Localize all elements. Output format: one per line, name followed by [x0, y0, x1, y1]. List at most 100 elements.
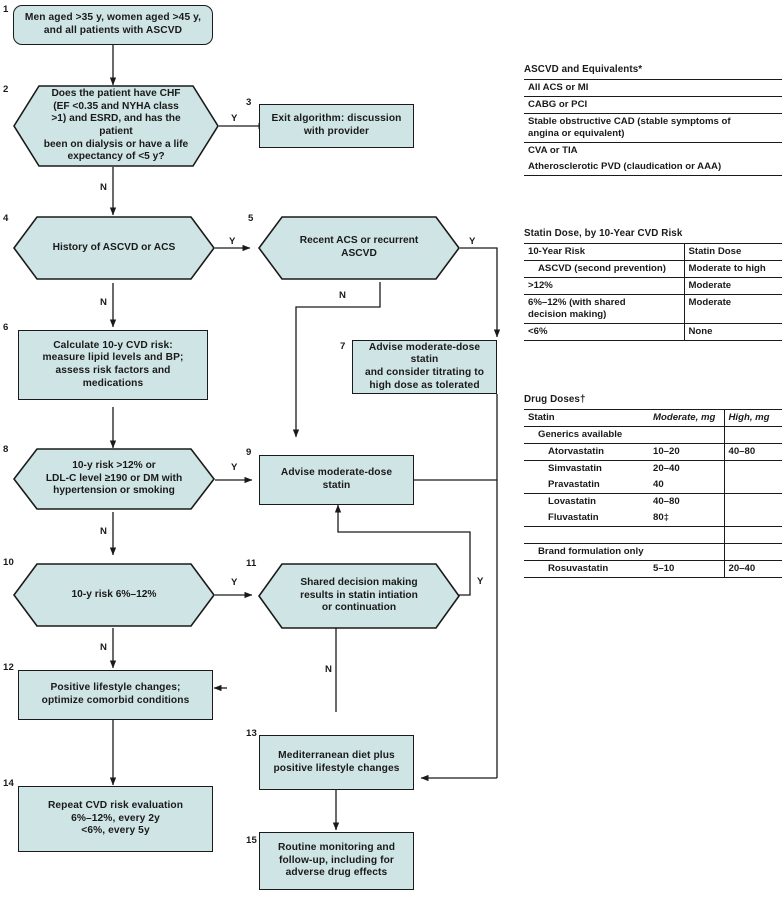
- node-3-label: Exit algorithm: discussion with provider: [271, 113, 402, 137]
- table-statin-dose-caption: Statin Dose, by 10-Year CVD Risk: [524, 228, 683, 239]
- edge-label-11-yes: Y: [477, 576, 484, 587]
- node-9-label: Advise moderate-dose statin: [280, 467, 393, 491]
- table-ascvd-caption: ASCVD and Equivalents*: [524, 64, 643, 75]
- step-number-10: 10: [3, 557, 15, 568]
- table-row: Lovastatin 40–80: [524, 493, 782, 510]
- hexagon-shape: [258, 216, 460, 280]
- node-11: Shared decision making results in statin…: [258, 563, 460, 629]
- node-7-label: Advise moderate-dose statin and consider…: [364, 341, 485, 391]
- drug-moderate-0: [649, 426, 724, 444]
- drug-statin-5: Fluvastatin: [524, 510, 649, 527]
- drug-high-8: 20–40: [723, 560, 782, 578]
- hexagon-shape: [13, 563, 215, 627]
- node-6-label: Calculate 10-y CVD risk: measure lipid l…: [42, 339, 184, 389]
- node-4: History of ASCVD or ACS: [13, 216, 215, 280]
- node-9: Advise moderate-dose statin: [259, 455, 414, 505]
- drug-high-1: 40–80: [723, 443, 782, 461]
- edge-label-5-no: N: [339, 290, 346, 301]
- node-12-label: Positive lifestyle changes; optimize com…: [41, 682, 190, 706]
- hexagon-shape: [13, 216, 215, 280]
- table-drug-doses-body: Statin Moderate, mg High, mg Generics av…: [524, 409, 782, 578]
- table-row: All ACS or MI: [524, 79, 782, 97]
- drug-high-5: [723, 510, 782, 527]
- node-13: Mediterranean diet plus positive lifesty…: [259, 735, 414, 790]
- step-number-2: 2: [3, 84, 9, 95]
- drug-moderate-5: 80‡: [649, 510, 724, 527]
- table-row: Atorvastatin 10–20 40–80: [524, 443, 782, 461]
- node-7: Advise moderate-dose statin and consider…: [352, 340, 497, 394]
- hexagon-shape: [13, 448, 215, 510]
- drug-statin-0: Generics available: [524, 426, 649, 444]
- statin-dose-dose-3: None: [683, 323, 782, 341]
- drug-moderate-7: [649, 543, 724, 561]
- edge-label-4-yes: Y: [229, 236, 236, 247]
- ascvd-row-1: CABG or PCI: [524, 96, 782, 114]
- step-number-13: 13: [246, 728, 258, 739]
- edge-label-2-no: N: [100, 182, 107, 193]
- node-6: Calculate 10-y CVD risk: measure lipid l…: [18, 330, 208, 400]
- statin-dose-header-dose: Statin Dose: [683, 243, 782, 261]
- node-13-label: Mediterranean diet plus positive lifesty…: [273, 749, 400, 774]
- drug-header-moderate: Moderate, mg: [649, 409, 724, 427]
- node-1: Men aged >35 y, women aged >45 y, and al…: [13, 5, 213, 45]
- table-row: [524, 526, 782, 544]
- step-number-12: 12: [3, 662, 15, 673]
- step-number-4: 4: [3, 213, 9, 224]
- node-15: Routine monitoring and follow-up, includ…: [259, 832, 414, 890]
- step-number-3: 3: [246, 97, 252, 108]
- node-11-label: Shared decision making results in statin…: [300, 577, 418, 614]
- table-row: Stable obstructive CAD (stable symptoms …: [524, 113, 782, 143]
- hexagon-shape: [13, 85, 219, 167]
- statin-dose-risk-0: ASCVD (second prevention): [524, 260, 684, 278]
- drug-statin-4: Lovastatin: [548, 496, 596, 507]
- statin-dose-risk-2: 6%–12% (with shared decision making): [524, 294, 684, 324]
- table-header-row: Statin Moderate, mg High, mg: [524, 409, 782, 427]
- node-2: Does the patient have CHF (EF <0.35 and …: [13, 85, 219, 167]
- ascvd-row-4: Atherosclerotic PVD (claudication or AAA…: [524, 159, 782, 176]
- node-14-label: Repeat CVD risk evaluation 6%–12%, every…: [47, 800, 184, 837]
- step-number-5: 5: [248, 213, 254, 224]
- table-row: Brand formulation only: [524, 543, 782, 561]
- node-12: Positive lifestyle changes; optimize com…: [18, 670, 213, 720]
- statin-dose-dose-0: Moderate to high: [683, 260, 782, 278]
- node-10-label: 10-y risk 6%–12%: [71, 588, 157, 600]
- table-row: Generics available: [524, 426, 782, 444]
- edge-label-11-no: N: [325, 664, 332, 675]
- table-row: Atherosclerotic PVD (claudication or AAA…: [524, 159, 782, 176]
- drug-statin-1: Atorvastatin: [524, 443, 649, 461]
- edge-label-5-yes: Y: [469, 236, 476, 247]
- table-row: CVA or TIA: [524, 143, 782, 160]
- drug-statin-7: Brand formulation only: [524, 543, 649, 561]
- table-row: Simvastatin 20–40: [524, 460, 782, 477]
- drug-moderate-1: 10–20: [649, 443, 724, 461]
- step-number-6: 6: [3, 322, 9, 333]
- statin-dose-risk-1: >12%: [524, 277, 684, 295]
- drug-header-statin: Statin: [524, 409, 649, 427]
- hexagon-shape: [258, 563, 460, 629]
- node-4-label: History of ASCVD or ACS: [52, 241, 176, 253]
- drug-moderate-4: 40–80: [653, 496, 680, 507]
- step-number-11: 11: [246, 558, 257, 569]
- table-drug-doses-caption: Drug Doses†: [524, 394, 586, 405]
- node-8: 10-y risk >12% or LDL-C level ≥190 or DM…: [13, 448, 215, 510]
- node-2-label: Does the patient have CHF (EF <0.35 and …: [43, 88, 189, 163]
- drug-moderate-2: 20–40: [653, 463, 680, 474]
- step-number-7: 7: [340, 341, 346, 352]
- drug-high-3: [723, 477, 782, 494]
- step-number-8: 8: [3, 444, 9, 455]
- drug-statin-3: Pravastatin: [524, 477, 649, 494]
- node-14: Repeat CVD risk evaluation 6%–12%, every…: [18, 786, 213, 852]
- node-8-label: 10-y risk >12% or LDL-C level ≥190 or DM…: [45, 460, 183, 497]
- table-statin-dose: Statin Dose, by 10-Year CVD Risk 10-Year…: [524, 228, 782, 341]
- table-row: Pravastatin 40: [524, 477, 782, 494]
- drug-moderate-8: 5–10: [649, 560, 724, 578]
- drug-moderate-6: [649, 526, 724, 544]
- drug-high-7: [723, 543, 782, 561]
- table-drug-doses: Drug Doses† Statin Moderate, mg High, mg…: [524, 394, 782, 578]
- drug-high-0: [723, 426, 782, 444]
- step-number-14: 14: [3, 778, 15, 789]
- table-row: ASCVD (second prevention) Moderate to hi…: [524, 260, 782, 278]
- table-row: 6%–12% (with shared decision making) Mod…: [524, 294, 782, 324]
- drug-statin-8: Rosuvastatin: [524, 560, 649, 578]
- statin-dose-dose-2: Moderate: [683, 294, 782, 324]
